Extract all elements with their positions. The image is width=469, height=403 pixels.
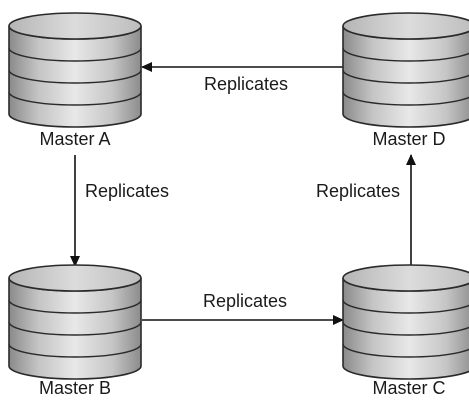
cylinder-top — [8, 264, 142, 292]
cylinder-body — [342, 277, 469, 380]
edge-label-b-to-c: Replicates — [203, 291, 287, 311]
cylinder-band-line — [342, 343, 469, 358]
edge-label-d-to-a: Replicates — [204, 74, 288, 94]
cylinder-band-line — [8, 299, 142, 314]
node-master-b: Master B — [8, 264, 142, 398]
node-label-master-b: Master B — [39, 378, 111, 398]
node-master-c: Master C — [342, 264, 469, 398]
cylinder-band-line — [342, 47, 469, 62]
edge-b-to-c: Replicates — [142, 291, 344, 325]
cylinder-band-line — [8, 47, 142, 62]
edge-d-to-a: Replicates — [141, 62, 343, 94]
node-master-a: Master A — [8, 12, 142, 149]
database-icon-master-c — [342, 264, 469, 380]
cylinder-top — [342, 264, 469, 292]
cylinder-band-line — [342, 299, 469, 314]
database-icon-master-a — [8, 12, 142, 128]
cylinder-body — [342, 25, 469, 128]
node-label-master-a: Master A — [39, 129, 110, 149]
node-label-master-c: Master C — [372, 378, 445, 398]
edge-label-c-to-d: Replicates — [316, 181, 400, 201]
database-icon-master-b — [8, 264, 142, 380]
cylinder-top — [8, 12, 142, 40]
cylinder-band-line — [8, 321, 142, 336]
node-master-d: Master D — [342, 12, 469, 149]
cylinder-band-line — [8, 91, 142, 106]
cylinder-band-line — [342, 321, 469, 336]
edge-c-to-d: Replicates — [316, 154, 416, 266]
cylinder-band-line — [8, 343, 142, 358]
cylinder-body — [8, 25, 142, 128]
cylinder-body — [8, 277, 142, 380]
edge-label-a-to-b: Replicates — [85, 181, 169, 201]
cylinder-band-line — [342, 69, 469, 84]
database-icon-master-d — [342, 12, 469, 128]
node-label-master-d: Master D — [372, 129, 445, 149]
edge-a-to-b: Replicates — [70, 155, 169, 267]
cylinder-band-line — [8, 69, 142, 84]
cylinder-top — [342, 12, 469, 40]
cylinder-band-line — [342, 91, 469, 106]
